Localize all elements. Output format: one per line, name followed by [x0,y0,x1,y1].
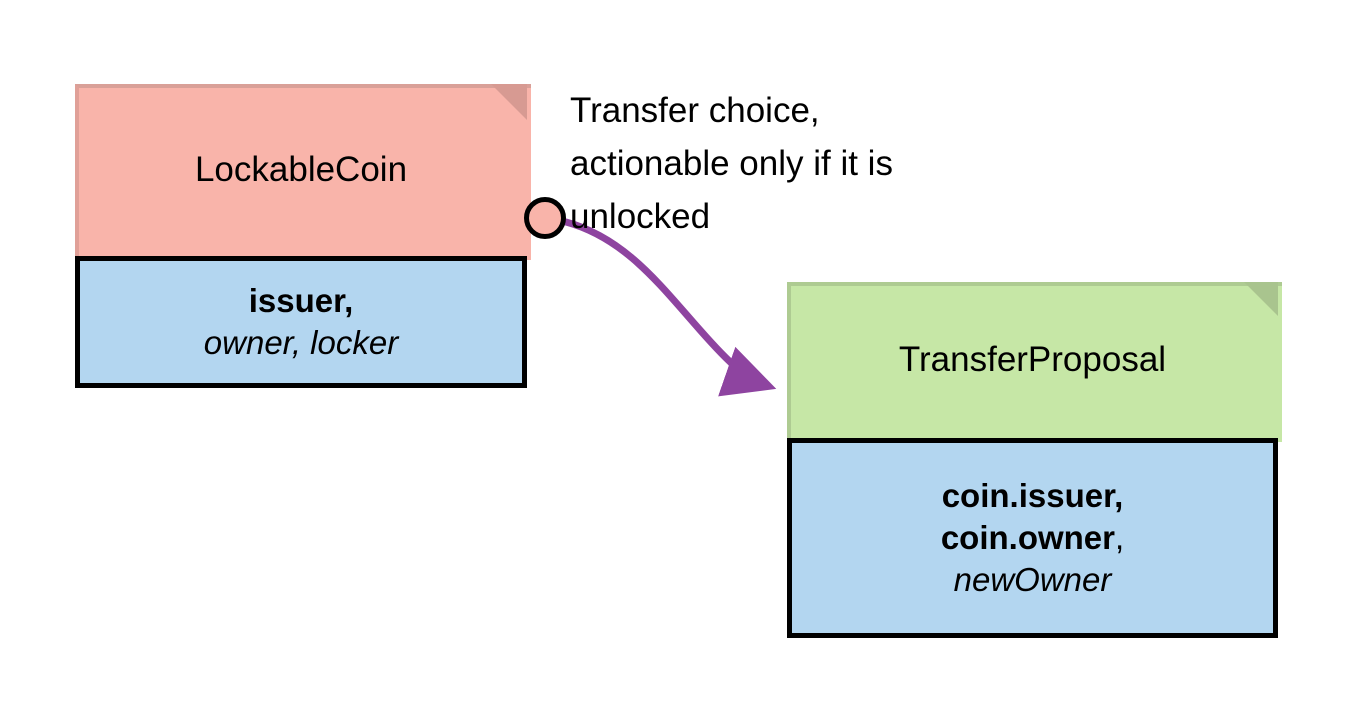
folded-corner-icon [1244,282,1278,316]
edge-curve [562,218,777,397]
node-lockable-coin-header: LockableCoin [75,84,531,260]
node-lockable-coin-header-fill [75,84,531,260]
node-transfer-proposal[interactable]: TransferProposal coin.issuer, coin.owner… [787,282,1282,638]
node-lockable-coin-fields: issuer, owner, locker [75,256,527,388]
field-owner-locker: owner, locker [203,324,399,361]
field-coin-owner-name: coin.owner [940,519,1115,557]
node-lockable-coin[interactable]: LockableCoin issuer, owner, locker [75,84,531,388]
field-coin-owner-separator: , [1115,519,1125,557]
node-transfer-proposal-title: TransferProposal [898,340,1167,380]
node-transfer-proposal-header-fill [787,282,1282,442]
field-new-owner: newOwner [953,560,1112,598]
node-transfer-proposal-fields: coin.issuer, coin.owner, newOwner [787,438,1278,638]
edge-source-circle-icon [524,197,566,239]
field-coin-issuer: coin.issuer, [941,477,1124,515]
edge-label-transfer-choice: Transfer choice, actionable only if it i… [570,91,893,236]
node-lockable-coin-title: LockableCoin [194,150,408,190]
folded-corner-icon [491,84,527,120]
field-coin-owner: coin.owner, [941,517,1124,559]
node-transfer-proposal-header: TransferProposal [787,282,1282,442]
field-issuer: issuer, [248,282,354,320]
